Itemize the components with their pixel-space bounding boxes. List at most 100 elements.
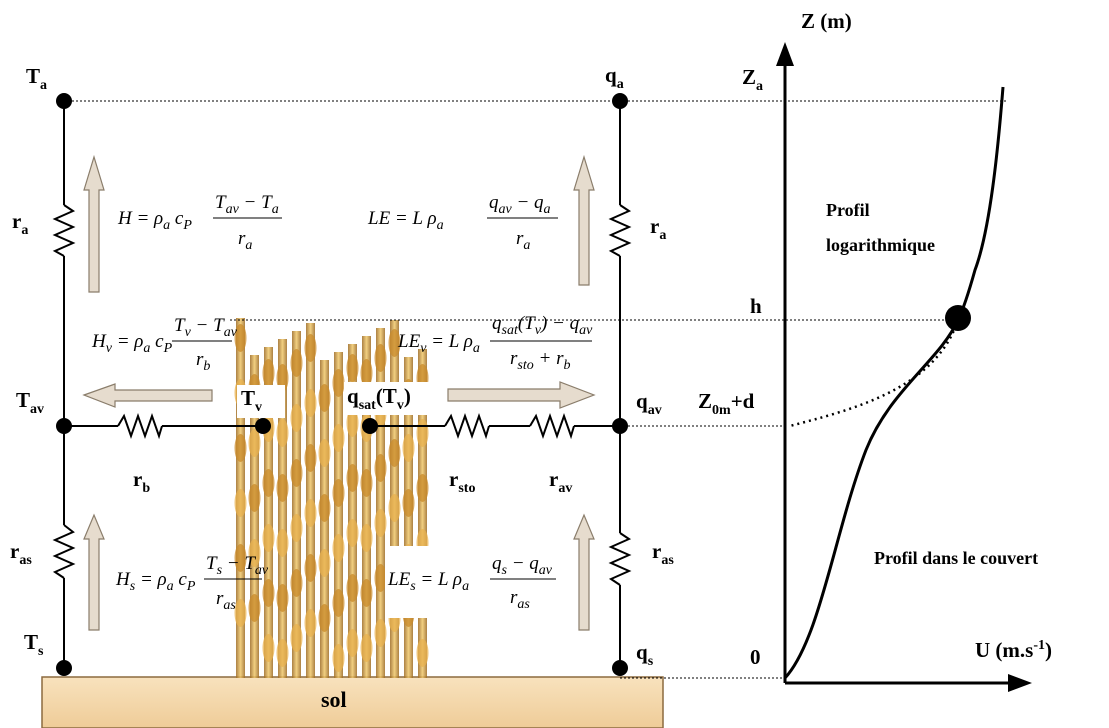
wheat-ear (402, 434, 415, 462)
arrow-up-Hs (83, 513, 105, 631)
wheat-ear (332, 479, 345, 507)
label-qsat: qsat(Tv) (347, 384, 411, 413)
equation-LE: LE = L ρa qav − qa ra (367, 192, 558, 253)
wheat-stalk (278, 339, 287, 678)
node-labels: Ta Tav Ts Tv qsat(Tv) qa qav qs (16, 63, 662, 669)
svg-text:Hv = ρa cP: Hv = ρa cP (91, 331, 173, 356)
wheat-stalk (418, 349, 427, 678)
label-ts: Ts (24, 630, 44, 659)
wheat-ear (248, 429, 261, 457)
wheat-ear (290, 569, 303, 597)
wheat-ear (276, 419, 289, 447)
wheat-ear (276, 584, 289, 612)
wheat-stalk (404, 357, 413, 678)
wheat-ear (346, 574, 359, 602)
svg-text:Hs = ρa cP: Hs = ρa cP (115, 569, 196, 594)
wheat-ear (262, 579, 275, 607)
profil-log-line1: Profil (826, 200, 870, 220)
ras-left-resistor (52, 524, 76, 579)
rb-resistor (117, 412, 163, 440)
ra-left-resistor (52, 204, 76, 257)
reference-lines (64, 100, 1008, 679)
arrow-up-LE (573, 154, 595, 286)
soil-label: sol (321, 687, 347, 712)
wheat-ear (374, 619, 387, 647)
wheat-ear (262, 634, 275, 662)
svg-text:Tav − Ta: Tav − Ta (215, 192, 279, 217)
wheat-ear (360, 469, 373, 497)
wheat-ear (248, 484, 261, 512)
label-rsto: rsto (449, 467, 475, 496)
wheat-ear (304, 389, 317, 417)
wheat-ear (360, 579, 373, 607)
svg-text:H = ρa cP: H = ρa cP (117, 208, 192, 233)
node-qsat (362, 418, 378, 434)
wheat-ear (332, 424, 345, 452)
wheat-ear (332, 369, 345, 397)
wheat-ear (262, 359, 275, 387)
wheat-ear (332, 589, 345, 617)
wheat-ear (374, 344, 387, 372)
arrow-left-Hv (82, 383, 213, 408)
svg-text:ras: ras (216, 588, 236, 613)
wheat-ear (304, 609, 317, 637)
right-circuit (370, 101, 632, 668)
wheat-ear (388, 494, 401, 522)
node-qs (612, 660, 628, 676)
node-tv (255, 418, 271, 434)
wheat-stalk (334, 352, 343, 678)
label-ras-left: ras (10, 539, 32, 568)
label-tv: Tv (241, 386, 262, 415)
wheat-ear (318, 604, 331, 632)
label-ra-right: ra (650, 214, 666, 243)
svg-text:LEs = L ρa: LEs = L ρa (387, 569, 469, 594)
wheat-canopy-image (234, 318, 429, 678)
node-ts (56, 660, 72, 676)
equation-LEv: LEv = L ρa qsat(Tv) − qav rsto + rb (397, 313, 593, 373)
wheat-ear (332, 644, 345, 672)
wheat-ear (388, 329, 401, 357)
wheat-ear (304, 554, 317, 582)
h-profile-point (945, 305, 971, 331)
node-tav (56, 418, 72, 434)
wheat-ear (234, 324, 247, 352)
wheat-ear (360, 359, 373, 387)
z-axis-label: Z (m) (801, 9, 852, 33)
arrow-up-LEs (573, 513, 595, 631)
wheat-ear (318, 549, 331, 577)
ra-right-resistor (608, 204, 632, 257)
svg-text:ra: ra (238, 228, 252, 253)
wheat-ear (234, 434, 247, 462)
rsto-resistor (444, 412, 490, 440)
arrow-up-H (83, 154, 105, 293)
wheat-stalk (348, 344, 357, 678)
nodes (56, 93, 628, 676)
wheat-ear (276, 474, 289, 502)
svg-text:qs − qav: qs − qav (492, 553, 553, 578)
wheat-ear (290, 624, 303, 652)
wheat-ear (304, 334, 317, 362)
wind-profile-curve (783, 86, 1005, 680)
svg-text:LEv = L ρa: LEv = L ρa (397, 331, 480, 356)
equation-Hv: Hv = ρa cP Tv − Tav rb (91, 315, 238, 374)
wheat-ear (360, 524, 373, 552)
svg-text:Tv − Tav: Tv − Tav (174, 315, 238, 340)
equation-Hs: Hs = ρa cP Ts − Tav ras (115, 553, 269, 613)
label-ra-left: ra (12, 209, 28, 238)
wheat-ear (318, 384, 331, 412)
label-qs: qs (636, 640, 654, 669)
wheat-ear (234, 489, 247, 517)
wheat-ear (290, 514, 303, 542)
wheat-ear (346, 409, 359, 437)
svg-text:qav − qa: qav − qa (489, 192, 551, 217)
svg-text:ras: ras (510, 587, 530, 612)
wheat-ear (388, 439, 401, 467)
wheat-ear (346, 464, 359, 492)
node-qav (612, 418, 628, 434)
wheat-ear (276, 639, 289, 667)
wheat-ear (318, 494, 331, 522)
left-circuit (52, 101, 263, 668)
label-ta: Ta (26, 64, 47, 93)
label-qav: qav (636, 389, 662, 418)
